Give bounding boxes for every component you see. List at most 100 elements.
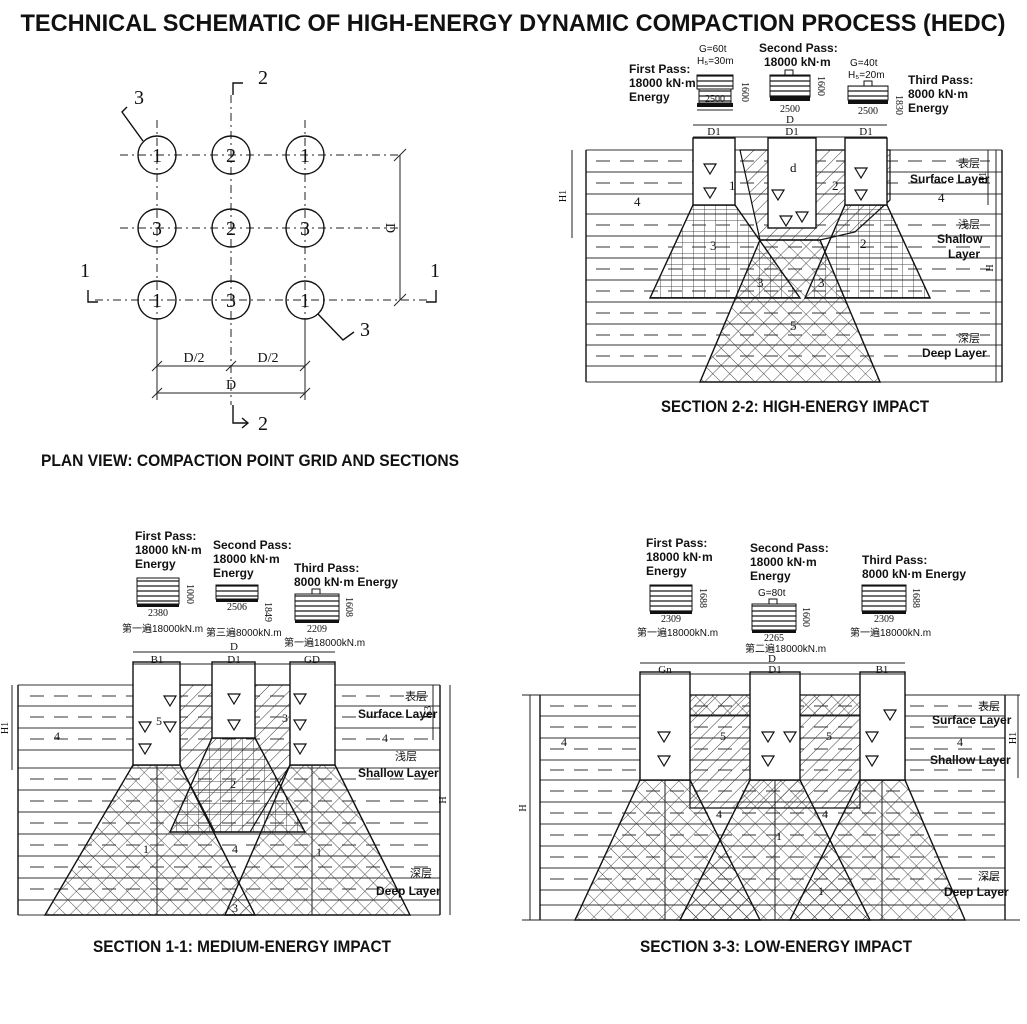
- zone-label: 1: [818, 884, 824, 898]
- pass1-energy: 18000 kN·m: [646, 550, 713, 564]
- zone-label: 3: [232, 901, 238, 915]
- dim-h1-left: H1: [558, 190, 569, 202]
- shallow-label-2: Layer: [948, 247, 980, 261]
- dim-half-left: D/2: [184, 351, 205, 366]
- pass3-energy: 8000 kN·m Energy: [862, 567, 966, 581]
- zone-label: 4: [54, 729, 60, 743]
- plan-view: 1 2 1 3 2 3 1 3 1 2 2 1 1 3 3: [80, 67, 440, 435]
- hammer-width: 2309: [661, 614, 681, 625]
- hammer-cn-3: 第一遍18000kN.m: [850, 626, 931, 639]
- zone-label: 5: [826, 729, 832, 743]
- grid-point-label: 2: [226, 218, 236, 240]
- hammer-drop-1: H₅=30m: [697, 56, 734, 67]
- grid-point-label: 3: [152, 218, 162, 240]
- hammer-cn-3: 第一遍18000kN.m: [284, 636, 365, 649]
- plan-caption: PLAN VIEW: COMPACTION POINT GRID AND SEC…: [41, 451, 459, 470]
- hammer-cn-1: 第一遍18000kN.m: [637, 626, 718, 639]
- zone-label: 4: [561, 735, 567, 749]
- hammer-weight-2: G=80t: [758, 588, 786, 599]
- dim-h: H: [985, 264, 996, 271]
- dim-mid: D1: [768, 664, 781, 676]
- zone-label: 4: [634, 194, 641, 209]
- zone-label: 3: [818, 275, 825, 290]
- pass1-unit: Energy: [646, 564, 687, 578]
- deep-label: Deep Layer: [944, 885, 1009, 899]
- hammer-width: 2309: [874, 614, 894, 625]
- section-mark-1-left: 1: [80, 260, 90, 282]
- surface-cn: 表层: [405, 689, 427, 703]
- dim-half-right: D/2: [258, 351, 279, 366]
- dim-left: B1: [151, 654, 164, 666]
- hammer-width: 2500: [705, 94, 725, 105]
- hammer-cn-1: 第一遍18000kN.m: [122, 622, 203, 635]
- zone-label: 1: [316, 845, 322, 859]
- hammer-height: 1688: [697, 588, 708, 608]
- section-1-1: 5 3 4 4 2 4 1 3 1 D B1 D1 GD H1 H K3 表层 …: [0, 529, 451, 916]
- grid-point-label: 1: [300, 290, 310, 312]
- hammer-pass-2: 2265 1600 第二遍18000kN.m: [745, 598, 826, 655]
- section-1-1-caption: SECTION 1-1: MEDIUM-ENERGY IMPACT: [93, 937, 392, 956]
- section-mark-3-bottom: 3: [360, 319, 370, 341]
- hammer-drop-3: H₅=20m: [848, 70, 885, 81]
- hammer-height: 1608: [343, 597, 354, 617]
- shallow-label: Shallow Layer: [358, 766, 439, 780]
- pass2-energy: 18000 kN·m: [213, 552, 280, 566]
- dim-h: H: [518, 804, 529, 811]
- hammer-weight-1: G=60t: [699, 44, 727, 55]
- section-3-3: 4 4 5 5 4 4 1 1 D Gn D1 B1 H H1 表层 Surfa…: [518, 536, 1020, 921]
- pass1-label: First Pass:: [135, 529, 196, 543]
- section-mark-1-right: 1: [430, 260, 440, 282]
- zone-label: 2: [860, 236, 867, 251]
- grid-row-1: 1 2 1: [137, 135, 325, 175]
- grid-point-label: 2: [226, 145, 236, 167]
- hammer-cn-2: 第二遍18000kN.m: [745, 642, 826, 655]
- pass1-label: First Pass:: [629, 62, 690, 76]
- dim-d1-mid: D1: [785, 126, 798, 138]
- pass2-unit: Energy: [750, 569, 791, 583]
- surface-label: Surface Layer: [910, 172, 990, 186]
- dim-d-vertical: D: [382, 223, 397, 233]
- hammer-width: 2209: [307, 624, 327, 635]
- dim-d1-left: D1: [707, 126, 720, 138]
- zone-label: 1: [143, 842, 149, 856]
- hammer-height: 1000: [184, 584, 195, 604]
- dim-h1: H1: [1008, 732, 1019, 744]
- section-mark-3-top: 3: [134, 87, 144, 109]
- hammer-pass-3: 2500 1830: [847, 80, 904, 117]
- shallow-cn: 浅层: [395, 750, 417, 763]
- hammer-width: 2500: [858, 106, 878, 117]
- zone-label: 2: [832, 178, 839, 193]
- zone-label: 3: [282, 711, 288, 725]
- zone-label: 4: [382, 731, 388, 745]
- hammer-height: 1600: [800, 607, 811, 627]
- hammer-height: 1600: [815, 76, 826, 96]
- pass2-unit: Energy: [213, 566, 254, 580]
- hammer-cn-2: 第三遍8000kN.m: [206, 626, 282, 639]
- grid-row-3: 1 3 1: [137, 280, 325, 320]
- dim-right: GD: [304, 654, 320, 666]
- dim-mid: D1: [227, 654, 240, 666]
- dim-d: D: [786, 114, 794, 126]
- hammer-pass-3: 2209 1608 第一遍18000kN.m: [284, 588, 365, 649]
- surface-cn: 表层: [978, 699, 1000, 713]
- zone-label: 4: [232, 842, 238, 856]
- dim-d1-right: D1: [859, 126, 872, 138]
- pass2-label: Second Pass:: [213, 538, 292, 552]
- grid-point-label: 1: [152, 290, 162, 312]
- grid-point-label: 1: [152, 145, 162, 167]
- surface-cn: 表层: [958, 156, 980, 170]
- surface-label: Surface Layer: [932, 713, 1012, 727]
- zone-label: 4: [822, 807, 828, 821]
- pass1-energy: 18000 kN·m: [629, 76, 696, 90]
- hammer-height: 1849: [262, 602, 273, 622]
- hammer-pass-1: 2309 1688 第一遍18000kN.m: [637, 584, 718, 639]
- zone-label: 4: [957, 735, 963, 749]
- section-2-2: 1 2 3 2 3 3 5 4 4 d D D1 D1 D1 H1 H H1 表…: [558, 41, 1003, 383]
- deep-cn: 深层: [410, 867, 432, 880]
- zone-label: 4: [938, 190, 945, 205]
- dim-h1-right: H1: [978, 172, 989, 184]
- pass1-energy: 18000 kN·m: [135, 543, 202, 557]
- dim-d: D: [768, 653, 776, 665]
- pass2-energy: 18000 kN·m: [764, 55, 831, 69]
- section-mark-2-top: 2: [258, 67, 268, 89]
